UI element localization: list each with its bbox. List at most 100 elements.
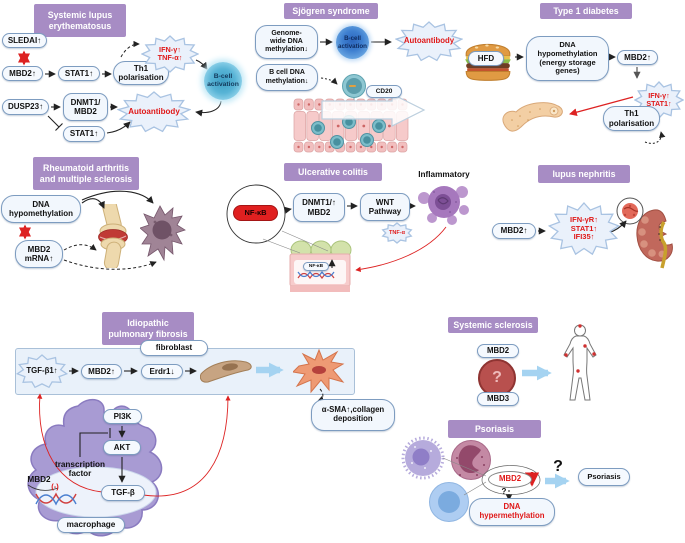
- nfkb-small-node: NF-κB: [303, 262, 329, 271]
- sjogren-panel-title: Sjögren syndrome: [284, 3, 378, 19]
- autoantibody-starburst-sle: Autoantibody: [117, 91, 191, 133]
- stat1-node-sle: STAT1↑: [58, 66, 100, 81]
- uc-panel-title: Ulcerative colitis: [284, 163, 382, 181]
- bcell-dna-methylation-node: B cell DNA methylation↓: [256, 64, 318, 91]
- ifngr-stat1-ifi35-starburst: IFN-γR↑ STAT1↑ IFI35↑: [548, 202, 620, 256]
- t1d-panel-title: Type 1 diabetes: [540, 3, 632, 19]
- starburst-shape: [395, 21, 463, 62]
- stat1b-node-sle: STAT1↑: [63, 126, 105, 142]
- tbar-dusp23-stat1: [47, 115, 60, 128]
- cd20-node: CD20: [366, 85, 402, 98]
- mbd2-node-ssc: MBD2: [477, 344, 519, 358]
- bcell-icon: [342, 74, 366, 102]
- mbd2-node-pso: MBD2: [488, 471, 532, 488]
- arrow-th1-cytokines: [120, 40, 140, 58]
- rams-panel-title: Rheumatoid arthritis and multiple sclero…: [33, 157, 139, 190]
- dna-hypomethylation-node-t1d: DNA hypomethylation (energy storage gene…: [526, 36, 609, 81]
- starburst-shape: [381, 222, 413, 244]
- macrophage-label: macrophage: [57, 517, 125, 533]
- mbd3-node-ssc: MBD3: [477, 392, 519, 406]
- minus-label: (-): [51, 482, 59, 492]
- ureter: [659, 221, 668, 269]
- pancreas-icon: [502, 102, 563, 132]
- inflammatory-label: Inflammatory: [418, 169, 470, 179]
- ln-panel-title: lupus nephritis: [538, 165, 630, 183]
- sle-panel-title: Systemic lupus erythematosus: [34, 4, 126, 37]
- inflammatory-cell-icon: [418, 186, 469, 225]
- dna-hypomethylation-node-rams: DNA hypomethylation: [1, 195, 81, 223]
- arrow-tgfb-fibroblast: [142, 395, 231, 497]
- arrow-mbd2-microglia: [63, 259, 157, 270]
- arrow-stat1b-autoantibody: [106, 121, 131, 134]
- mbd2-gene-label: MBD2: [27, 474, 51, 484]
- arrow-mbd2-joint: [63, 243, 97, 251]
- mbd-question-circle: ?: [478, 359, 516, 397]
- starburst-shape: [141, 35, 199, 73]
- erdr1-node: Erdr1↓: [141, 364, 183, 379]
- fibroblast-cell-icon: [200, 360, 252, 383]
- asma-collagen-node: α-SMA↑,collagen deposition: [311, 399, 395, 431]
- zoom-line-1: [262, 238, 301, 254]
- bcell-activation-node-sle: B-cell activation: [204, 62, 242, 100]
- mbd2-repression-curve: [27, 484, 59, 491]
- mbd2-node-t1d: MBD2↑: [617, 50, 658, 65]
- dnmt1-mbd2-node-sle: DNMT1/ MBD2: [63, 93, 108, 121]
- autoantibody-starburst-sjogren: Autoantibody: [395, 21, 463, 62]
- myofibroblast-icon: [293, 348, 345, 394]
- dnmt1-mbd2-node-uc: DNMT1/↑ MBD2: [293, 193, 345, 222]
- arrow-cytokines-bcell: [195, 59, 208, 70]
- kidney-icon: [616, 197, 673, 269]
- question-small-label: ?: [501, 487, 507, 497]
- tgfb-node: TGF-β: [101, 485, 145, 501]
- wnt-pathway-node: WNT Pathway: [360, 193, 410, 221]
- ifng-tnfa-starburst: IFN-γ↑ TNF-α↑: [141, 35, 199, 73]
- monocyte-icon: [451, 440, 491, 480]
- arrow-dna-microglia: [81, 190, 154, 204]
- mbd2-node-sle: MBD2↑: [2, 66, 43, 81]
- cell-line-2: [463, 481, 487, 496]
- ssc-panel-title: Systemic sclerosis: [448, 317, 538, 333]
- dusp23-node: DUSP23↑: [2, 99, 49, 115]
- arrow-tnfa-epithelium: [355, 226, 447, 273]
- nfkb-circle: [226, 184, 286, 244]
- th1-polarisation-node-t1d: Th1 polarisation: [603, 106, 660, 131]
- microglia-icon: [140, 205, 186, 262]
- arrow-tgfb-tgfb1: [36, 393, 103, 493]
- arrow-dna-joint: [81, 198, 105, 209]
- hfd-node: HFD: [468, 51, 504, 66]
- arrow-cytokines-pancreas: [569, 96, 634, 116]
- arrow-th1-loop: [644, 131, 666, 144]
- tgfb1-starburst: TGF-β1↑: [16, 354, 68, 389]
- arrow-bcelldna-cell: [320, 77, 338, 85]
- block-arrow: [321, 93, 426, 127]
- dna-hypermethylation-node: DNA hypermethylation: [469, 498, 555, 526]
- arrow-bcell-autoantibody: [195, 100, 222, 117]
- psoriasis-node: Psoriasis: [578, 468, 630, 486]
- starburst-shape: [548, 202, 620, 256]
- pso-panel-title: Psoriasis: [448, 420, 541, 438]
- inflamed-joint-icon: [98, 204, 128, 268]
- starburst-shape: [16, 354, 68, 389]
- starburst-shape: [117, 91, 191, 133]
- mbd2-node-ipf: MBD2↑: [81, 364, 122, 379]
- nfkb-node: NF-κB: [233, 205, 278, 221]
- dna-helix-icon: [35, 492, 77, 506]
- bcell-activation-node-sjogren: B-cell activation: [336, 26, 369, 59]
- zoom-line-2: [281, 230, 329, 252]
- tcell-icon: [429, 482, 469, 522]
- tbar-tf-pi3k: [79, 432, 108, 457]
- genome-methylation-node: Genome- wide DNA methylation↓: [255, 25, 318, 59]
- akt-node: AKT: [103, 440, 141, 455]
- mbd2-node-ln: MBD2↑: [492, 223, 536, 239]
- tnfa-starburst: TNF-α: [381, 222, 413, 244]
- sledai-node: SLEDAI↑: [2, 33, 47, 48]
- transcription-factor-label: transcription factor: [54, 459, 106, 478]
- arrow-nfkb-dnmt1: [284, 206, 292, 214]
- mbd2-mrna-node: MBD2 mRNA↑: [15, 240, 63, 268]
- lesion-dots: [564, 324, 596, 373]
- human-body-icon: [563, 324, 597, 401]
- question-big-label: ?: [553, 457, 563, 475]
- pi3k-node: PI3K: [103, 409, 142, 424]
